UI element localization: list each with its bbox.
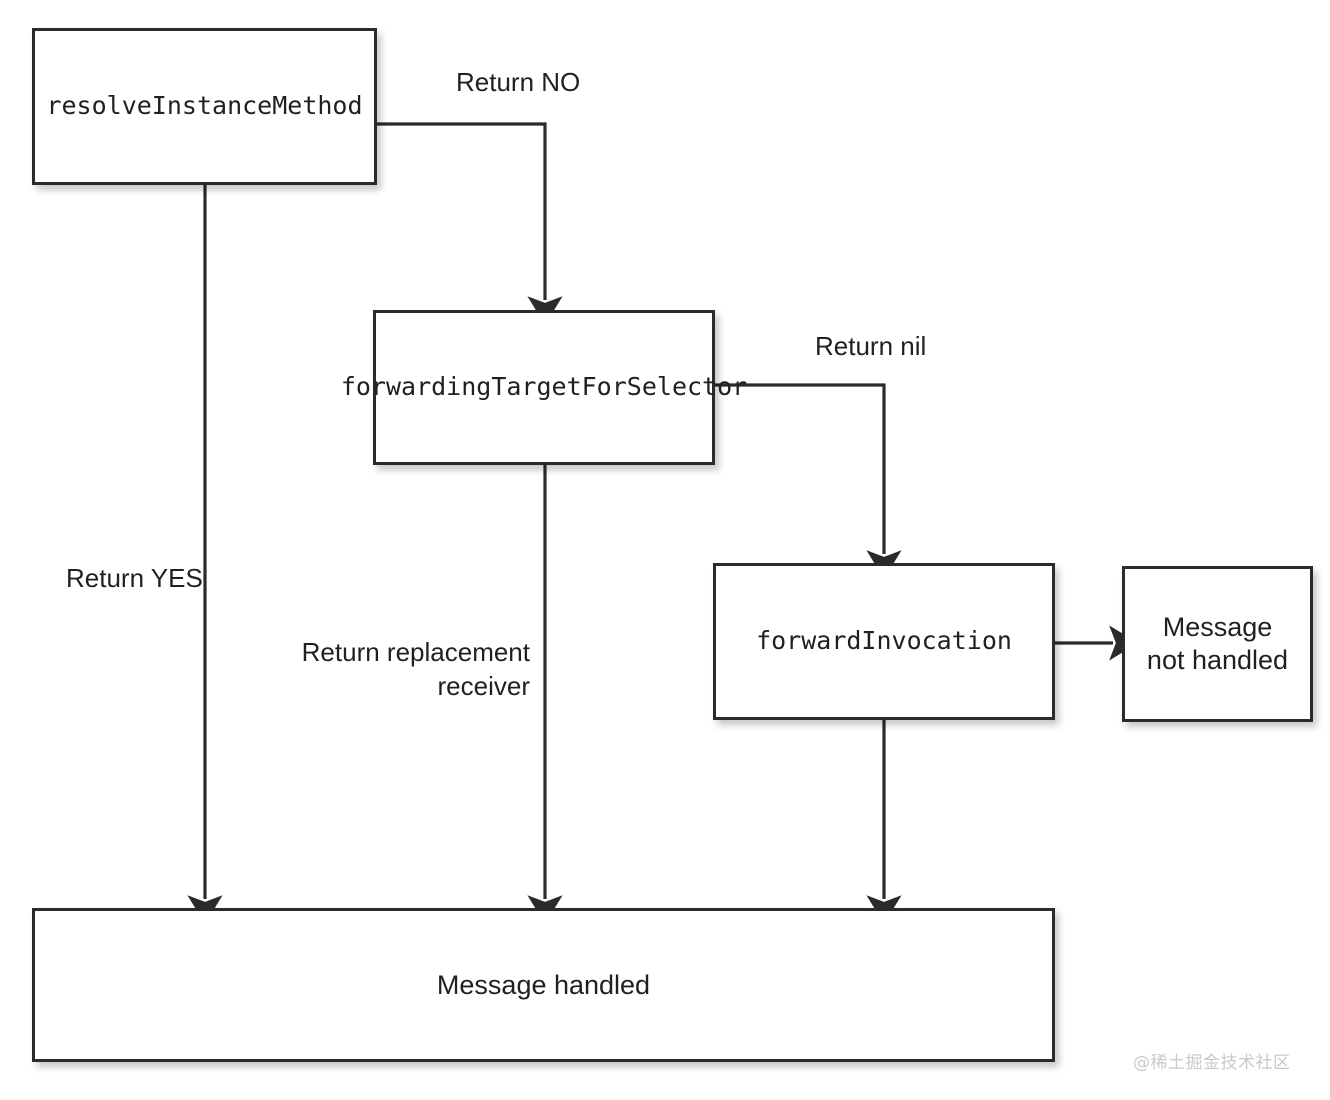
node-label: Message not handled xyxy=(1146,612,1289,675)
edge-resolve-to-forwarding-target xyxy=(377,122,563,325)
node-label: forwardingTargetForSelector xyxy=(340,372,748,402)
node-forwarding-target-for-selector[interactable]: forwardingTargetForSelector xyxy=(341,310,747,465)
node-resolve-instance-method[interactable]: resolveInstanceMethod xyxy=(32,28,377,185)
node-message-not-handled[interactable]: Message not handled xyxy=(1122,566,1313,722)
watermark: @稀土掘金技术社区 xyxy=(1133,1053,1291,1073)
edge-label-return-replacement-receiver: Return replacement receiver xyxy=(301,637,530,701)
edge-label-return-nil: Return nil xyxy=(815,331,927,361)
node-label: forwardInvocation xyxy=(756,626,1012,656)
node-label: Message handled xyxy=(436,969,651,1000)
edge-label-return-yes: Return YES xyxy=(66,563,203,593)
node-forward-invocation[interactable]: forwardInvocation xyxy=(713,563,1055,720)
node-message-handled[interactable]: Message handled xyxy=(32,908,1055,1062)
node-label: resolveInstanceMethod xyxy=(46,91,363,121)
edge-label-return-no: Return NO xyxy=(456,67,581,97)
edge-forwarding-target-to-forward-invocation xyxy=(715,383,902,579)
